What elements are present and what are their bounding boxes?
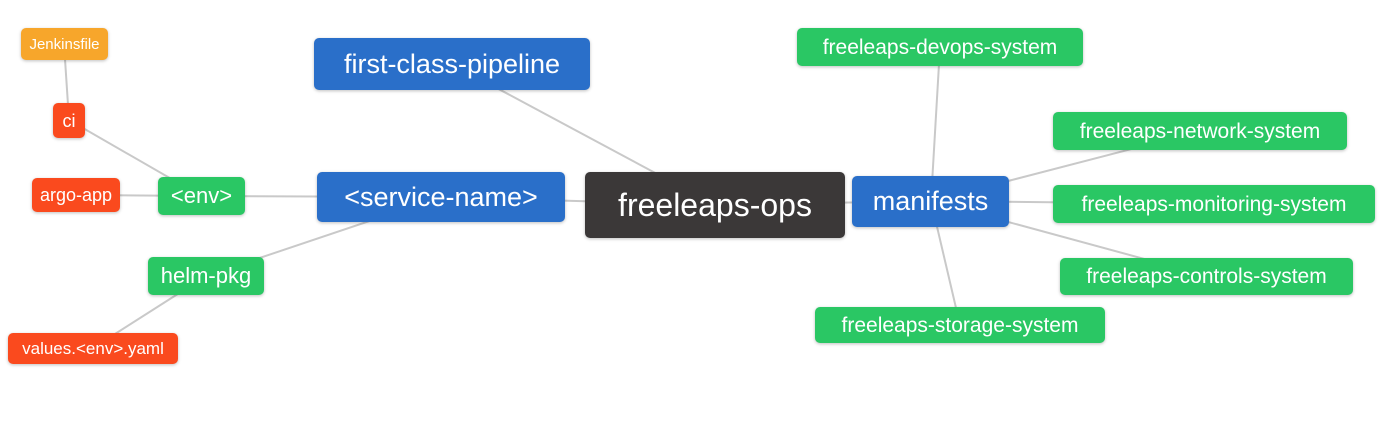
- node-values-env-yaml[interactable]: values.<env>.yaml: [8, 333, 178, 364]
- node-first-class-pipeline[interactable]: first-class-pipeline: [314, 38, 590, 90]
- node-helm-pkg[interactable]: helm-pkg: [148, 257, 264, 295]
- node-argo-app[interactable]: argo-app: [32, 178, 120, 212]
- node-manifests[interactable]: manifests: [852, 176, 1009, 227]
- node-freeleaps-network-system[interactable]: freeleaps-network-system: [1053, 112, 1347, 150]
- node-freeleaps-controls-system[interactable]: freeleaps-controls-system: [1060, 258, 1353, 295]
- edge-manifests-devops-system: [930, 46, 941, 202]
- node-freeleaps-monitoring-system[interactable]: freeleaps-monitoring-system: [1053, 185, 1375, 223]
- node-ci[interactable]: ci: [53, 103, 85, 138]
- node-freeleaps-devops-system[interactable]: freeleaps-devops-system: [797, 28, 1083, 66]
- node-env[interactable]: <env>: [158, 177, 245, 215]
- node-freeleaps-storage-system[interactable]: freeleaps-storage-system: [815, 307, 1105, 343]
- node-service-name[interactable]: <service-name>: [317, 172, 565, 222]
- node-jenkinsfile[interactable]: Jenkinsfile: [21, 28, 108, 60]
- node-freeleaps-ops-root[interactable]: freeleaps-ops: [585, 172, 845, 238]
